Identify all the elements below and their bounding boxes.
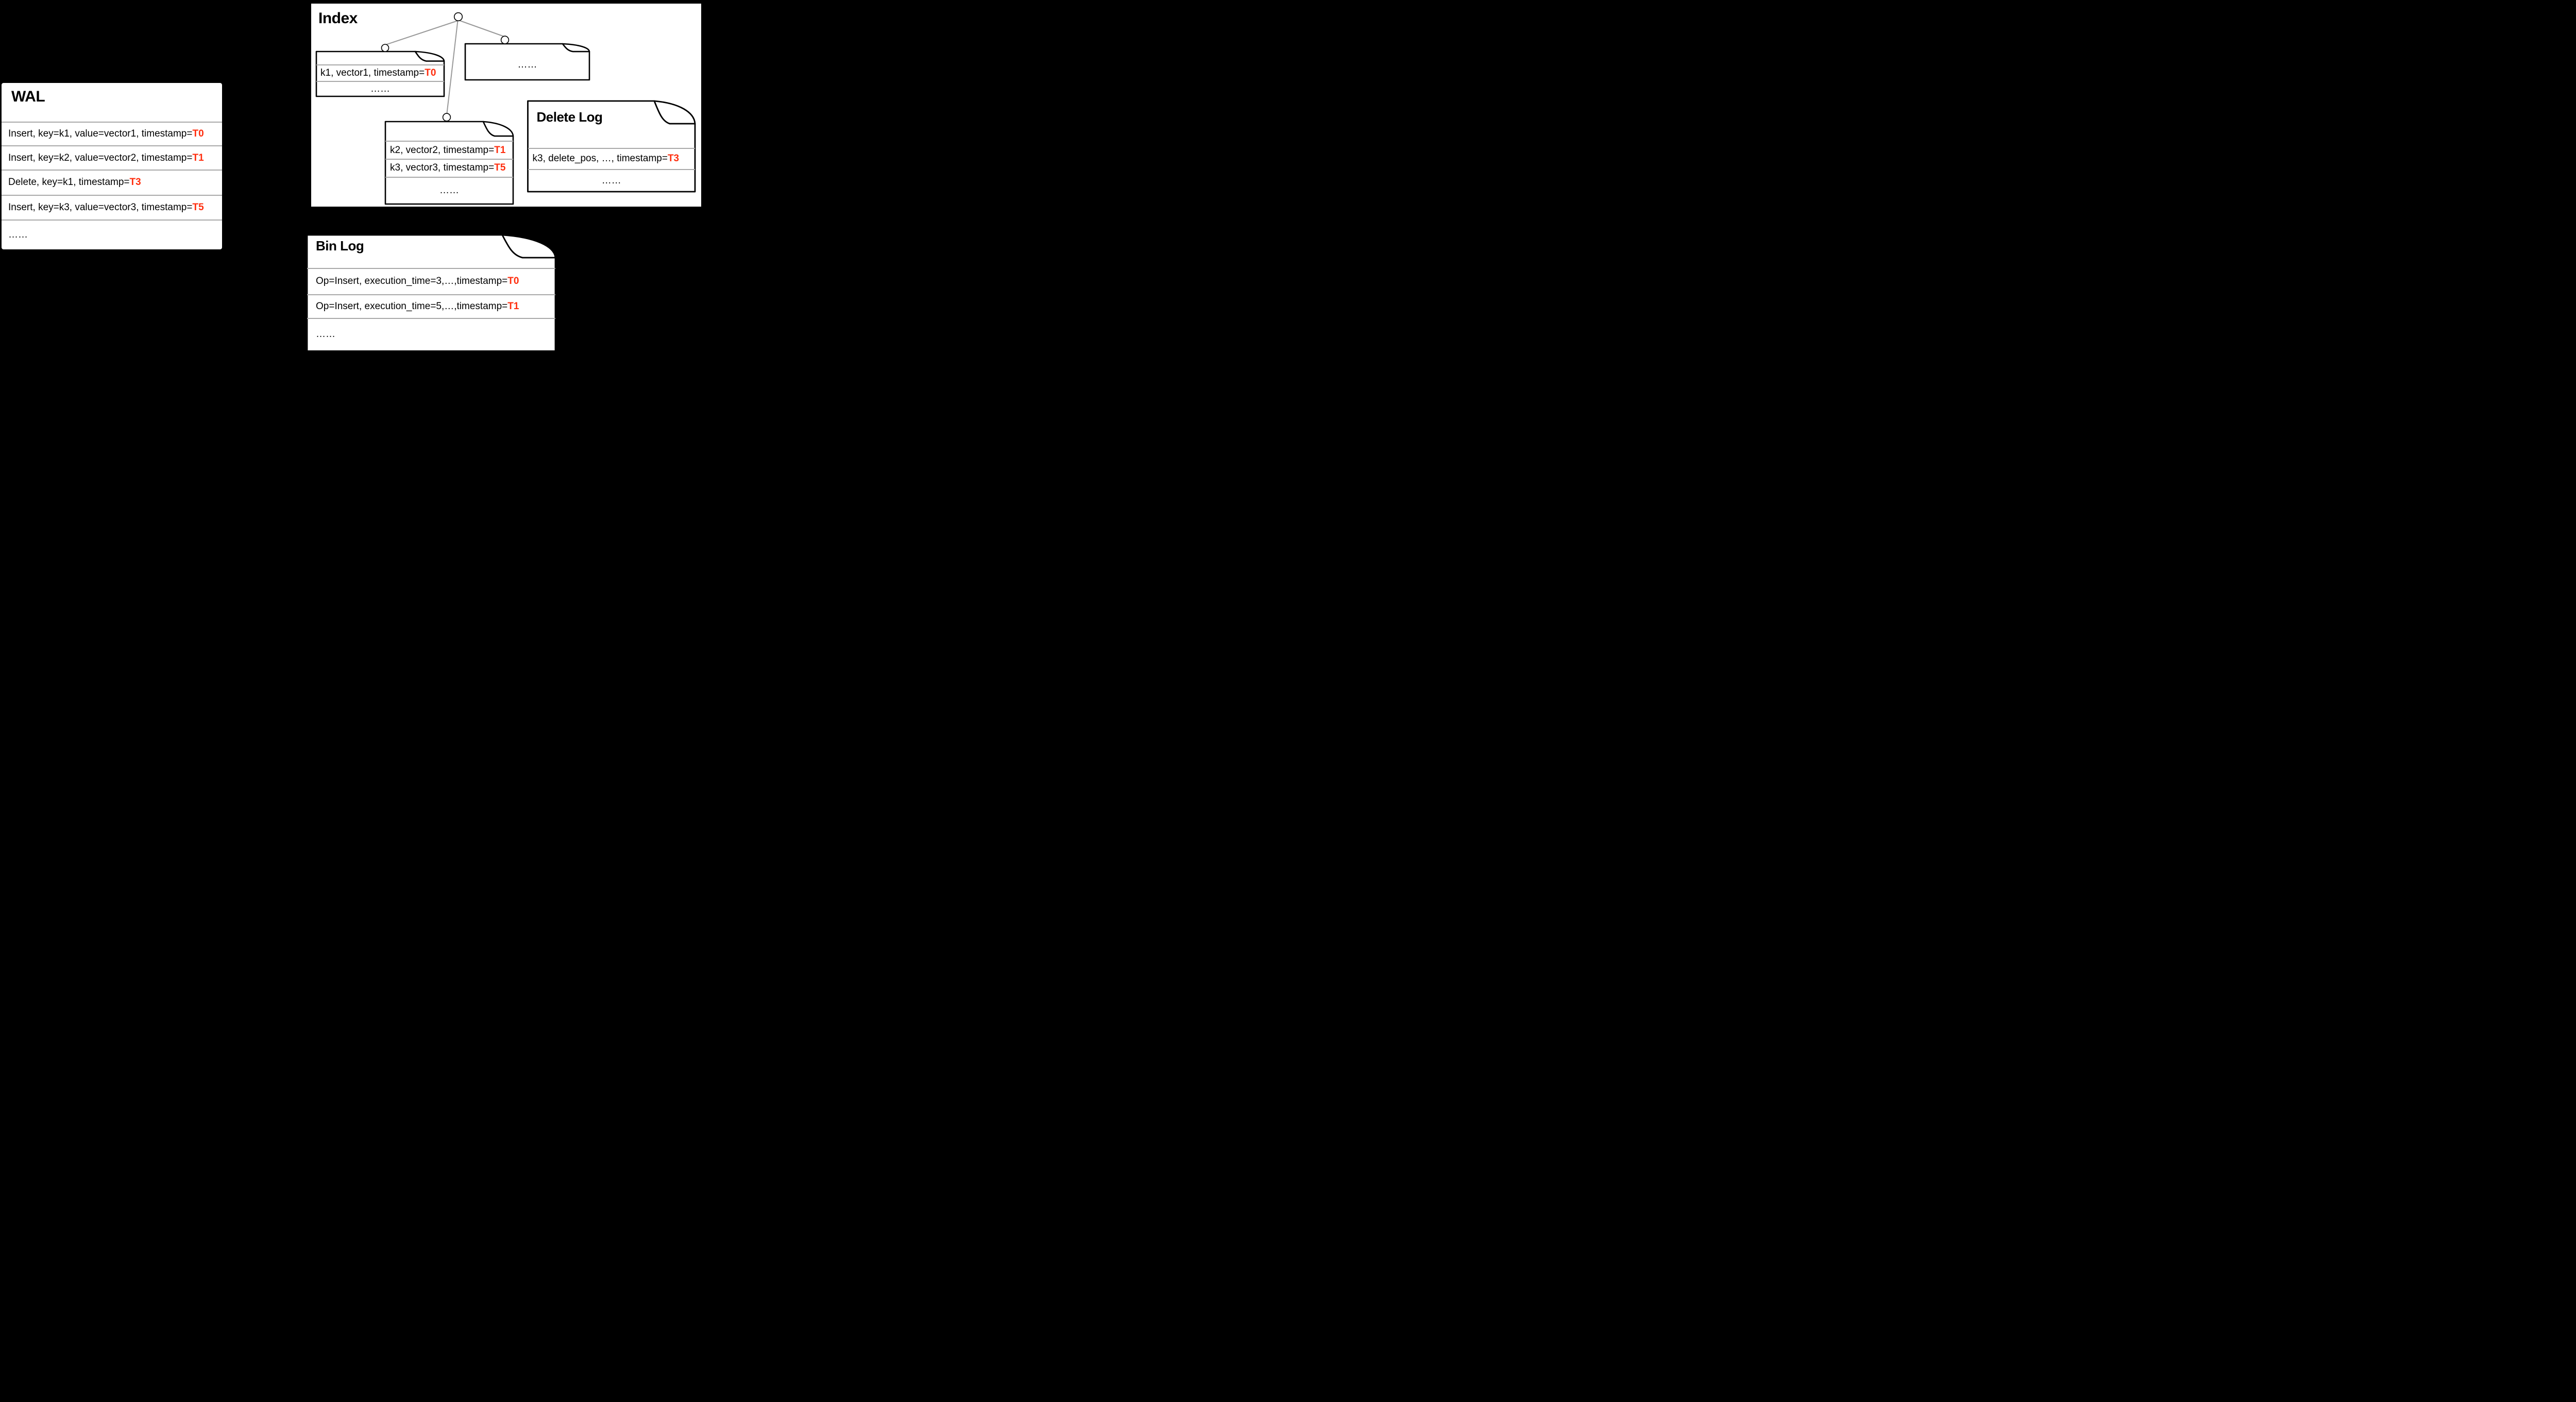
entry-text: …… [517, 59, 537, 70]
tree-node-root [453, 12, 463, 22]
index-node-more: …… [465, 44, 589, 80]
delete-log-title: Delete Log [536, 109, 603, 125]
entry-text: …… [316, 329, 335, 340]
timestamp-value: T1 [192, 152, 204, 163]
timestamp-value: T1 [507, 300, 519, 312]
tree-edge-root-left [386, 20, 459, 45]
wal-panel: WAL Insert, key=k1, value=vector1, times… [2, 83, 222, 249]
wal-row-text: …… [8, 229, 28, 240]
timestamp-value: T5 [494, 162, 506, 174]
tree-node-left [381, 44, 389, 52]
wal-title: WAL [11, 88, 45, 105]
delete-log-panel: Delete Log k3, delete_pos, …, timestamp=… [528, 101, 695, 192]
wal-row-text: Insert, key=k1, value=vector1, timestamp… [8, 128, 193, 139]
entry-text: Op=Insert, execution_time=5,…,timestamp= [316, 300, 508, 312]
timestamp-value: T0 [192, 128, 204, 139]
document-shape-bin-log [306, 234, 556, 350]
tree-nodes [381, 12, 510, 122]
entry-text: k3, delete_pos, …, timestamp= [532, 153, 668, 164]
document-shape-k2k3 [384, 121, 514, 205]
index-entry-ellipsis: …… [465, 44, 589, 80]
timestamp-value: T1 [494, 144, 506, 156]
wal-row-ellipsis: …… [2, 219, 222, 249]
entry-text: k3, vector3, timestamp= [390, 162, 495, 174]
document-fold-corner [501, 234, 556, 259]
document-shape-more [464, 43, 590, 81]
bin-log-title: Bin Log [316, 238, 364, 254]
document-fold-corner [482, 121, 514, 137]
delete-log-row: k3, delete_pos, …, timestamp=T3 [528, 147, 695, 169]
document-shape-k1 [315, 50, 445, 97]
index-title: Index [318, 10, 358, 27]
entry-text: …… [439, 185, 459, 196]
diagram-canvas: WAL Insert, key=k1, value=vector1, times… [0, 0, 704, 350]
timestamp-value: T3 [667, 153, 680, 164]
wal-row: Delete, key=k1, timestamp=T3 [2, 170, 222, 194]
wal-row: Insert, key=k1, value=vector1, timestamp… [2, 121, 222, 145]
index-entry-row: k1, vector1, timestamp=T0 [316, 64, 444, 80]
timestamp-value: T3 [129, 177, 141, 188]
wal-row-text: Insert, key=k3, value=vector3, timestamp… [8, 201, 193, 213]
bin-log-row: Op=Insert, execution_time=3,…,timestamp=… [307, 267, 555, 294]
wal-row-text: Insert, key=k2, value=vector2, timestamp… [8, 152, 193, 163]
entry-text: …… [370, 83, 390, 94]
tree-edge-root-right [459, 20, 504, 37]
bin-log-row: Op=Insert, execution_time=5,…,timestamp=… [307, 294, 555, 318]
index-entry-ellipsis: …… [385, 176, 513, 204]
tree-edges [386, 20, 504, 113]
bin-log-ellipsis: …… [307, 317, 555, 350]
timestamp-value: T0 [507, 276, 519, 287]
entry-text: k1, vector1, timestamp= [320, 67, 425, 78]
document-fold-corner [414, 50, 445, 62]
index-node-k1: k1, vector1, timestamp=T0 …… [316, 52, 444, 96]
entry-text: Op=Insert, execution_time=3,…,timestamp= [316, 276, 508, 287]
wal-row: Insert, key=k2, value=vector2, timestamp… [2, 145, 222, 170]
bin-log-panel: Bin Log Op=Insert, execution_time=3,…,ti… [307, 235, 555, 350]
tree-edge-root-middle [446, 20, 459, 113]
timestamp-value: T0 [425, 67, 436, 78]
entry-text: k2, vector2, timestamp= [390, 144, 495, 156]
document-fold-corner [562, 43, 590, 53]
entry-text: …… [601, 175, 621, 186]
index-entry-ellipsis: …… [316, 80, 444, 97]
timestamp-value: T5 [192, 201, 204, 213]
wal-row-text: Delete, key=k1, timestamp= [8, 177, 130, 188]
index-entry-row: k3, vector3, timestamp=T5 [385, 159, 513, 177]
tree-node-right [500, 36, 510, 44]
document-fold-corner [653, 100, 696, 125]
index-node-k2k3: k2, vector2, timestamp=T1 k3, vector3, t… [385, 122, 513, 204]
tree-node-middle [442, 113, 451, 122]
index-entry-row: k2, vector2, timestamp=T1 [385, 141, 513, 159]
delete-log-ellipsis: …… [528, 168, 695, 192]
wal-row: Insert, key=k3, value=vector3, timestamp… [2, 194, 222, 220]
